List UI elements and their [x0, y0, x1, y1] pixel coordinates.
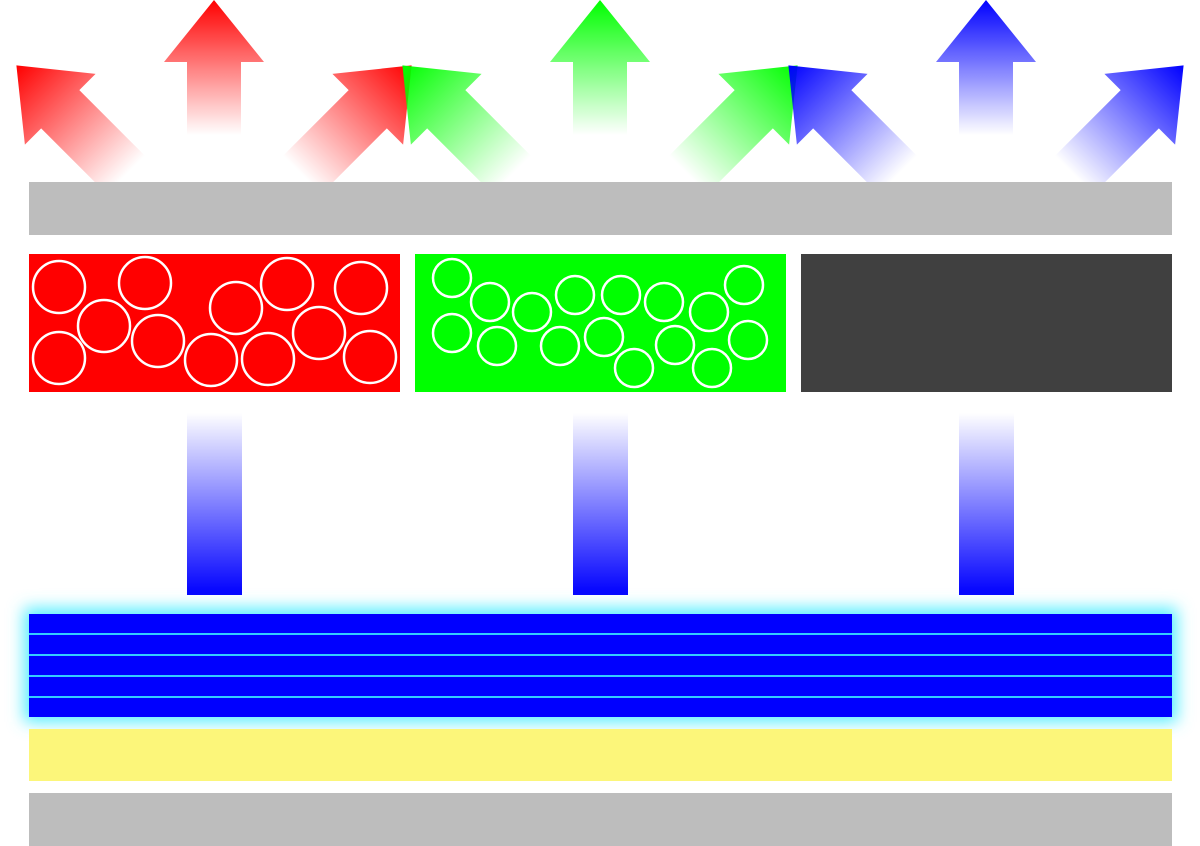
blue-emission-arrow-icon [936, 0, 1036, 135]
quantum-dot [554, 274, 596, 316]
quantum-dot [600, 274, 642, 316]
blue-light-guide [29, 614, 1172, 717]
color-conversion-layer [29, 254, 1172, 392]
quantum-dot [117, 255, 173, 311]
quantum-dot [613, 347, 655, 389]
blue-emission-arrow-icon [788, 65, 918, 195]
quantum-dot [31, 259, 87, 315]
blue-emission-arrow-icon [1054, 65, 1184, 195]
red-emission-arrow-icon [164, 0, 264, 135]
quantum-dot [208, 280, 264, 336]
quantum-dot [476, 325, 518, 367]
green-emission-arrow-icon [402, 65, 532, 195]
quantum-dot [342, 329, 398, 385]
quantum-dot [688, 291, 730, 333]
quantum-dot [431, 312, 473, 354]
quantum-dot [431, 257, 473, 299]
light-guide-lines [29, 633, 1172, 698]
quantum-dot [539, 325, 581, 367]
light-beam-icon [959, 413, 1014, 595]
quantum-dot [183, 332, 239, 388]
quantum-dot [130, 313, 186, 369]
top-cover-layer [29, 182, 1172, 235]
green-emission-arrow-icon [550, 0, 650, 135]
quantum-dot [291, 305, 347, 361]
blue-subpixel-window [801, 254, 1172, 392]
quantum-dot [723, 264, 765, 306]
emission-arrows [16, 0, 1184, 195]
light-beam-icon [573, 413, 628, 595]
quantum-dot [583, 316, 625, 358]
blue-backlight-layer [24, 608, 1177, 722]
red-quantum-dots [31, 255, 398, 388]
red-emission-arrow-icon [16, 65, 146, 195]
backlight-beams [187, 413, 1014, 595]
quantum-dot [727, 319, 769, 361]
light-beam-icon [187, 413, 242, 595]
quantum-dot [259, 256, 315, 312]
quantum-dot [240, 331, 296, 387]
green-emission-arrow-icon [668, 65, 798, 195]
quantum-dot [654, 324, 696, 366]
quantum-dot [333, 260, 389, 316]
quantum-dot [31, 330, 87, 386]
quantum-dot [643, 281, 685, 323]
quantum-dot [691, 347, 733, 389]
quantum-dot [511, 291, 553, 333]
bottom-layer [29, 793, 1172, 846]
yellow-layer [29, 729, 1172, 781]
quantum-dot [469, 281, 511, 323]
quantum-dot [76, 298, 132, 354]
red-emission-arrow-icon [282, 65, 412, 195]
green-quantum-dots [431, 257, 769, 389]
